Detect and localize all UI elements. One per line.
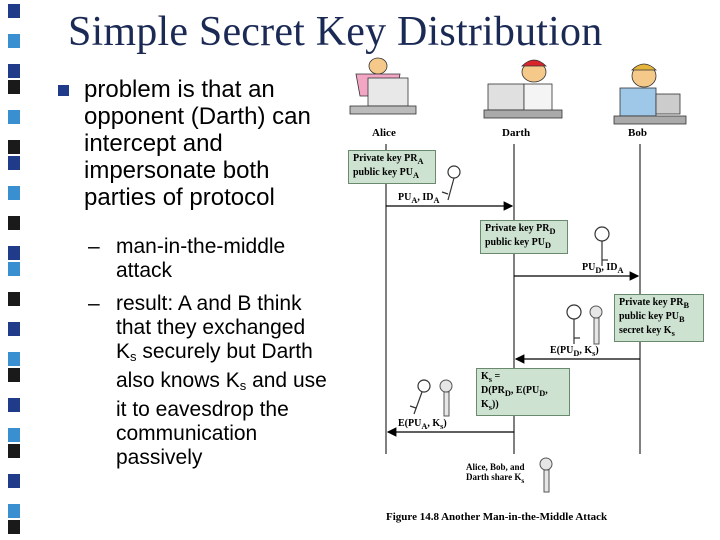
message-e-pua-ks: E(PUA, Ks) bbox=[398, 418, 447, 431]
bob-label: Bob bbox=[628, 127, 647, 139]
alice-icon bbox=[349, 57, 417, 115]
darth-icon bbox=[483, 59, 563, 119]
message-pu-a: PUA, IDA bbox=[398, 192, 440, 205]
sub-bullet-dash: – bbox=[88, 292, 100, 315]
mitm-diagram: Alice Darth Bob Private key PRA public k… bbox=[338, 54, 720, 540]
key-icon bbox=[589, 305, 603, 345]
sub-bullet-mitm: – man-in-the-middle attack bbox=[88, 235, 328, 283]
bob-key-box: Private key PRB public key PUB secret ke… bbox=[614, 294, 704, 342]
message-pu-d: PUD, IDA bbox=[582, 262, 624, 275]
sub-bullet-result: – result: A and B think that they exchan… bbox=[88, 292, 328, 470]
sub-bullet-dash: – bbox=[88, 235, 100, 258]
alice-key-box: Private key PRA public key PUA bbox=[348, 150, 436, 184]
bullet-marker bbox=[58, 85, 69, 96]
shared-key-note: Alice, Bob, and Darth share Ks bbox=[466, 462, 525, 485]
key-icon bbox=[539, 457, 553, 493]
alice-label: Alice bbox=[372, 127, 396, 139]
decorative-strip bbox=[0, 0, 26, 540]
main-bullet: problem is that an opponent (Darth) can … bbox=[84, 76, 311, 211]
bob-icon bbox=[613, 63, 687, 125]
key-icon bbox=[409, 379, 431, 415]
darth-recovered-key-box: Ks = D(PRD, E(PUD, Ks)) bbox=[476, 368, 570, 416]
message-e-pud-ks: E(PUD, Ks) bbox=[550, 345, 599, 358]
figure-caption: Figure 14.8 Another Man-in-the-Middle At… bbox=[386, 511, 608, 523]
darth-label: Darth bbox=[502, 127, 531, 139]
key-icon bbox=[439, 379, 453, 417]
darth-key-box: Private key PRD public key PUD bbox=[480, 220, 568, 254]
sub-bullet-text: result: A and B think that they exchange… bbox=[116, 292, 327, 469]
sub-bullet-text: man-in-the-middle attack bbox=[116, 235, 286, 282]
key-icon bbox=[441, 165, 461, 201]
key-icon bbox=[566, 304, 582, 344]
key-icon bbox=[594, 226, 610, 266]
slide-title: Simple Secret Key Distribution bbox=[68, 9, 603, 55]
diagram-lines bbox=[349, 57, 687, 493]
